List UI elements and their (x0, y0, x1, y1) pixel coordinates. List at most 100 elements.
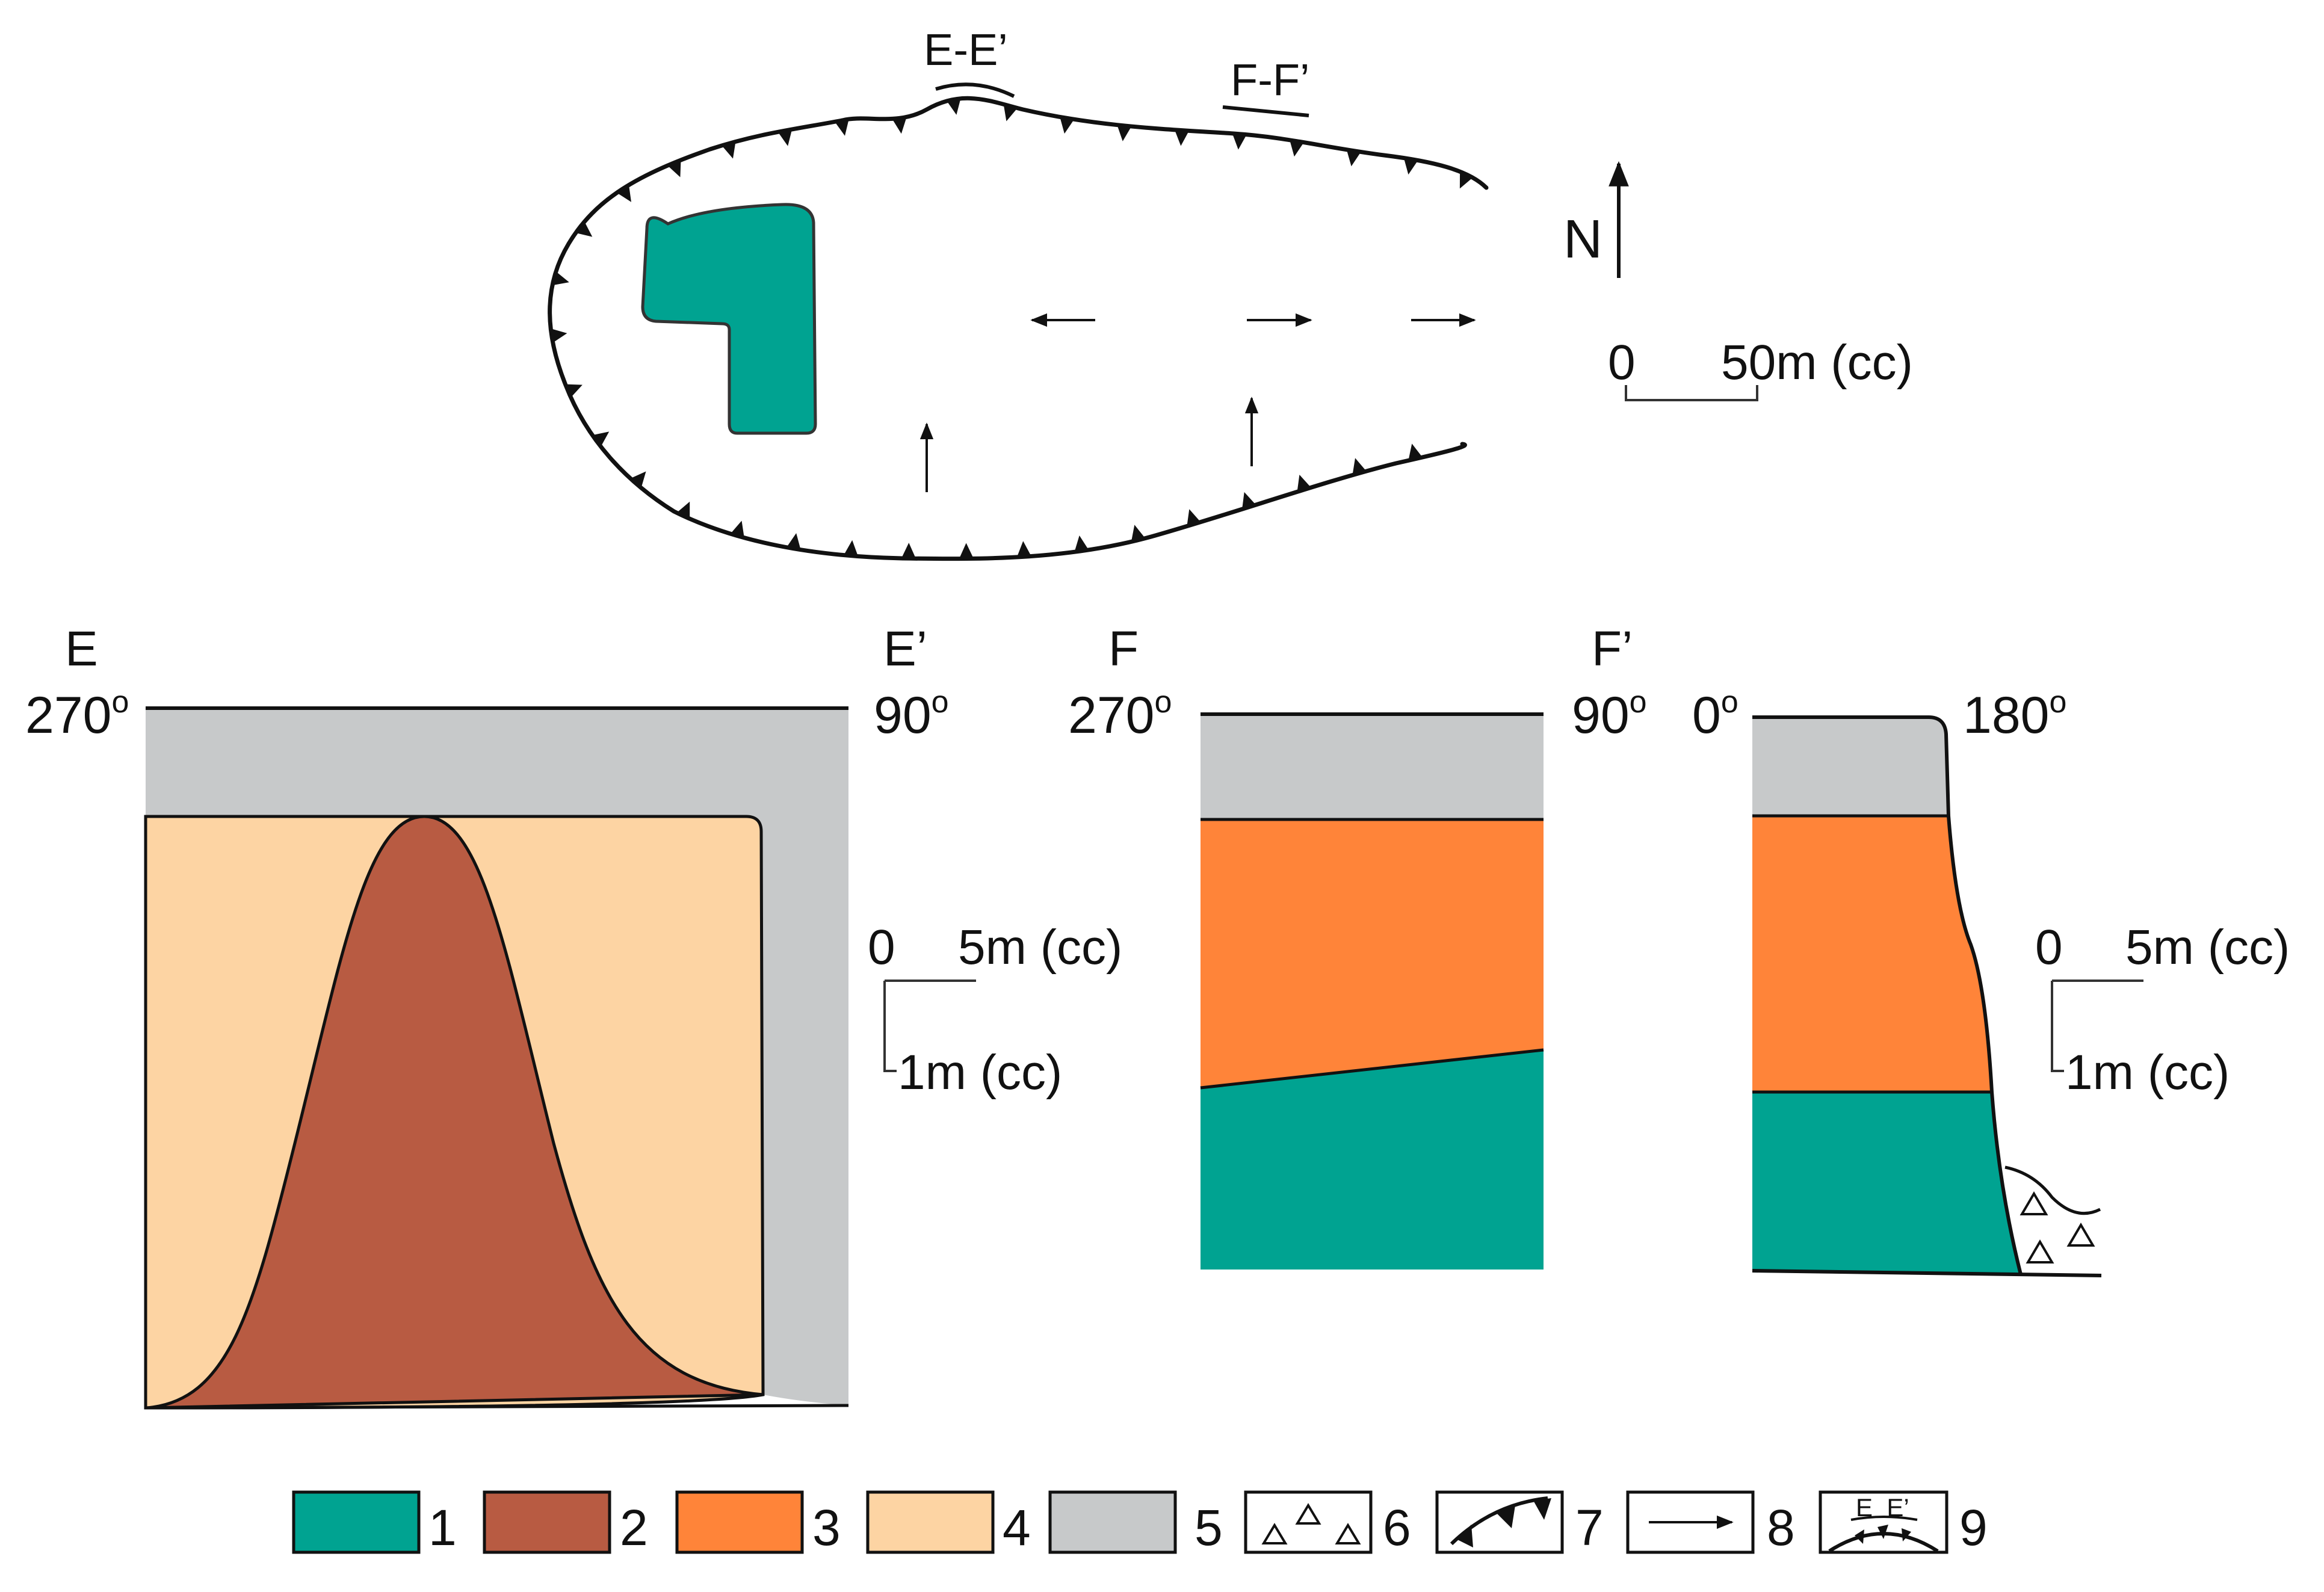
legend-label-6: 6 (1383, 1499, 1411, 1556)
scarp-tooth (630, 471, 646, 488)
section-ff-label: F-F’ (1231, 55, 1310, 105)
talus-breccia (2005, 1167, 2101, 1276)
map-scale-bar: 0 50m (cc) (1608, 335, 1913, 401)
legend-item-2: 2 (483, 1490, 648, 1556)
ns-scale-horizontal: 5m (cc) (2125, 920, 2290, 975)
section-ee-label: E-E’ (924, 25, 1008, 75)
scarp-tooth (777, 129, 793, 146)
unit2-body (145, 815, 764, 1410)
legend-item-9: E E’ 9 (1819, 1490, 1988, 1556)
scarp-tooth (565, 384, 583, 398)
legend-label-2: 2 (620, 1499, 648, 1556)
unit1-layer (1201, 1050, 1544, 1270)
legend-label-8: 8 (1767, 1499, 1795, 1556)
north-arrow: N (1563, 161, 1629, 278)
unit5-layer (1752, 717, 1949, 816)
ee-left-label: E (65, 622, 98, 676)
scarp-tooth (1016, 541, 1031, 557)
ff-left-label: F (1108, 622, 1139, 676)
scarp-tooth (676, 501, 690, 519)
scarp-tooth (1117, 125, 1132, 141)
scarp-tooth (1131, 525, 1146, 542)
scarp-tooth (1060, 117, 1074, 134)
ff-left-azimuth: 270o (1068, 685, 1172, 744)
legend-item-5: 5 (1048, 1490, 1223, 1556)
scarp-tooth (1232, 133, 1247, 150)
legend-label-7: 7 (1575, 1499, 1604, 1556)
base-line (1752, 1269, 2102, 1277)
legend-item-6: 6 (1244, 1490, 1411, 1556)
scarp-tooth (1187, 509, 1201, 526)
scarp-tooth (1408, 443, 1423, 461)
scarp-tooth (616, 185, 631, 202)
scarp-teeth (550, 98, 1473, 559)
scarp-profile (1752, 715, 2023, 1275)
talus-surface (2004, 1165, 2101, 1215)
legend-item-7: 7 (1435, 1490, 1604, 1556)
plan-map: E-E’ F-F’ N 0 50m (cc) (548, 25, 1913, 561)
legend-label-5: 5 (1194, 1499, 1223, 1556)
scarp-tooth (835, 119, 849, 136)
section-scale-bar: 0 5m (cc) 1m (cc) (868, 920, 1122, 1100)
scarp-tooth (1290, 140, 1304, 157)
scarp-tooth (552, 271, 569, 286)
ns-right-azimuth: 180o (1963, 685, 2066, 744)
ee-right-label: E’ (883, 622, 927, 676)
scarp-tooth (1459, 171, 1473, 189)
map-scale-label: 50m (cc) (1721, 335, 1913, 390)
scarp-tooth (592, 431, 610, 447)
section-ff-marker (1222, 105, 1309, 117)
ns-scale-zero: 0 (2035, 920, 2063, 975)
ee-scale-zero: 0 (868, 920, 895, 975)
scarp-tooth (1175, 129, 1189, 146)
scarp-tooth (947, 98, 961, 115)
legend-item-1: 1 (292, 1490, 457, 1556)
scarp-tooth (722, 141, 736, 159)
ee-scale-vertical: 1m (cc) (898, 1045, 1062, 1100)
north-label: N (1563, 209, 1602, 270)
ee-right-azimuth: 90o (874, 685, 949, 744)
scarp-tooth (1346, 149, 1361, 167)
legend-label-3: 3 (812, 1499, 841, 1556)
ee-scale-horizontal: 5m (cc) (958, 920, 1122, 975)
scarp-tooth (787, 533, 801, 550)
map-scale-zero: 0 (1608, 335, 1636, 390)
scarp-tooth (1074, 535, 1089, 552)
ff-right-azimuth: 90o (1572, 685, 1647, 744)
legend: 1 2 3 4 5 6 (292, 1490, 1988, 1556)
unit5-layer (1201, 714, 1544, 819)
section-ns: 0o 180o 0 5m (cc) 1m (cc) (1692, 685, 2290, 1277)
ff-right-label: F’ (1592, 622, 1633, 676)
ns-scale-vertical: 1m (cc) (2065, 1045, 2230, 1100)
scarp-tooth (844, 540, 858, 557)
section-ee-marker (935, 82, 1015, 98)
section-ee: E E’ 270o 90o 0 5m (cc) 1m (cc) (25, 622, 1122, 1410)
section-scale-bar: 0 5m (cc) 1m (cc) (2035, 920, 2290, 1100)
section-ff: F F’ 270o 90o (1068, 622, 1647, 1270)
legend-label-1: 1 (428, 1499, 457, 1556)
unit3-layer (1752, 816, 1992, 1092)
scarp-tooth (575, 221, 593, 237)
scarp-tooth (901, 543, 916, 559)
base-line (145, 1404, 849, 1410)
breccia-triangles (2020, 1191, 2095, 1263)
scarp-tooth (1003, 104, 1018, 122)
scarp-tooth (730, 520, 744, 538)
scarp-tooth (892, 117, 907, 134)
scarp-tooth (959, 543, 974, 559)
legend-label-9: 9 (1959, 1499, 1988, 1556)
scarp-tooth (667, 159, 681, 177)
legend-item-4: 4 (866, 1490, 1031, 1556)
unit1-outcrop (641, 203, 817, 435)
unit1-layer (1752, 1092, 2021, 1274)
unit3-layer (1201, 819, 1544, 1088)
scarp-tooth (1242, 492, 1256, 510)
ns-left-azimuth: 0o (1692, 685, 1738, 744)
contact-line (1200, 1048, 1544, 1090)
scarp-tooth (550, 329, 567, 343)
scarp-tooth (1352, 458, 1367, 475)
scarp-tooth (1297, 475, 1311, 492)
legend-label-4: 4 (1003, 1499, 1031, 1556)
ee-left-azimuth: 270o (25, 685, 129, 744)
